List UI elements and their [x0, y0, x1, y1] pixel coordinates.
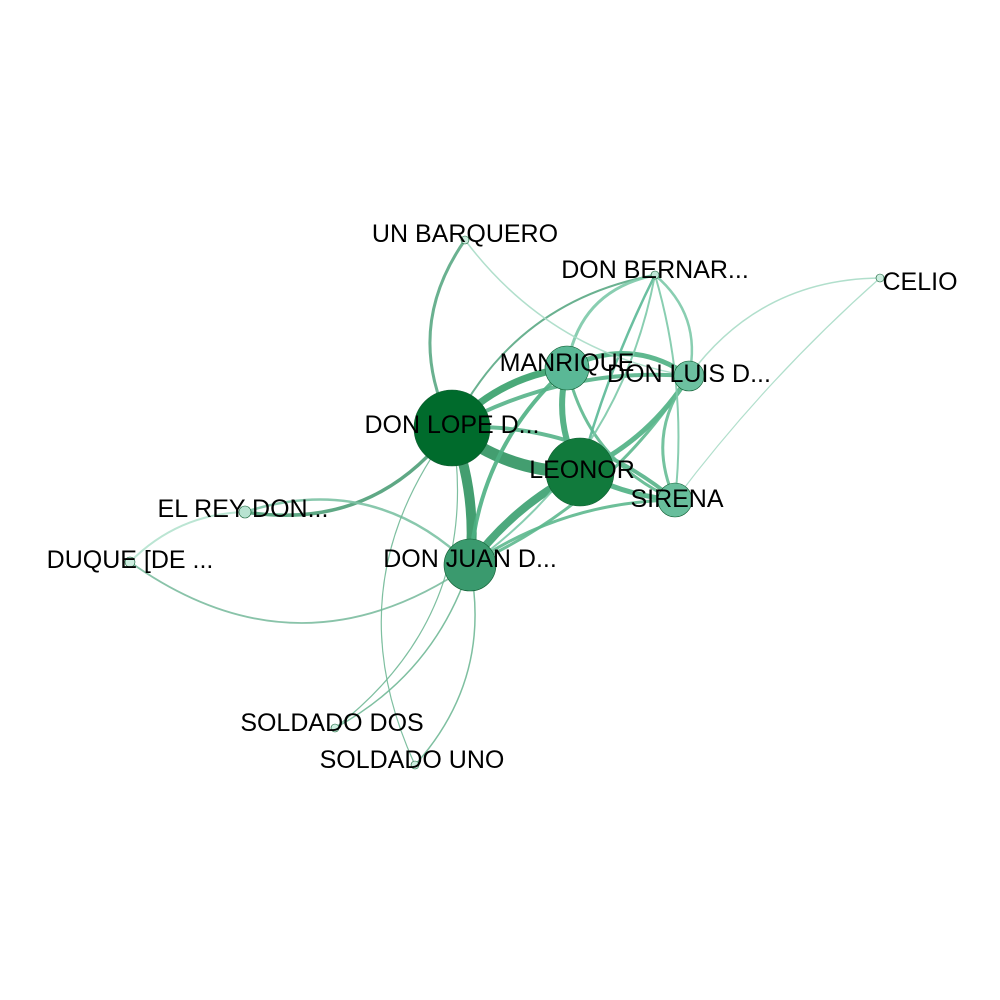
edge-soldado_dos-juan: [334, 564, 471, 729]
node-soldado-dos[interactable]: [330, 723, 340, 733]
node-soldado-uno[interactable]: [410, 760, 420, 770]
node-label-soldado-dos: SOLDADO DOS: [240, 709, 423, 737]
node-label-barquero: UN BARQUERO: [372, 220, 558, 248]
node-barquero[interactable]: [460, 235, 470, 245]
node-sirena[interactable]: [657, 482, 693, 518]
edge-soldado_uno-lope: [380, 427, 453, 766]
edge-barquero-luis: [464, 239, 690, 377]
node-lope[interactable]: [413, 389, 491, 467]
node-manrique[interactable]: [544, 345, 590, 391]
node-label-soldado-uno: SOLDADO UNO: [320, 746, 505, 774]
edge-celio-sirena: [674, 277, 881, 501]
edge-duque-juan: [129, 561, 471, 624]
edge-bernar-juan: [469, 274, 656, 566]
node-celio[interactable]: [875, 273, 885, 283]
edge-soldado_uno-juan: [414, 564, 476, 766]
edge-rey-juan: [243, 498, 472, 567]
node-juan[interactable]: [443, 538, 497, 592]
node-label-rey: EL REY DON...: [158, 495, 329, 523]
node-label-manrique: MANRIQUE: [500, 349, 635, 377]
edge-soldado_dos-lope: [334, 427, 459, 729]
node-label-duque: DUQUE [DE ...: [47, 546, 214, 574]
node-rey[interactable]: [238, 505, 252, 519]
edge-celio-luis: [688, 277, 881, 377]
node-label-luis: DON LUIS D...: [607, 360, 771, 388]
node-luis[interactable]: [673, 360, 705, 392]
node-label-sirena: SIRENA: [630, 485, 723, 513]
edge-bernar-sirena: [654, 274, 680, 501]
node-label-celio: CELIO: [882, 268, 957, 296]
node-leonor[interactable]: [545, 437, 615, 507]
node-label-juan: DON JUAN D...: [383, 545, 557, 573]
node-label-lope: DON LOPE D...: [364, 411, 539, 439]
label-layer: DON LOPE D... LEONOR DON JUAN D... MANRIQUE…: [47, 220, 958, 774]
node-bernar[interactable]: [650, 270, 660, 280]
edge-duque-rey: [129, 511, 246, 563]
node-layer: [124, 235, 885, 770]
node-label-leonor: LEONOR: [529, 456, 635, 484]
edge-juan-sirena: [468, 498, 677, 567]
node-label-bernar: DON BERNAR...: [561, 256, 749, 284]
node-duque[interactable]: [124, 556, 136, 568]
